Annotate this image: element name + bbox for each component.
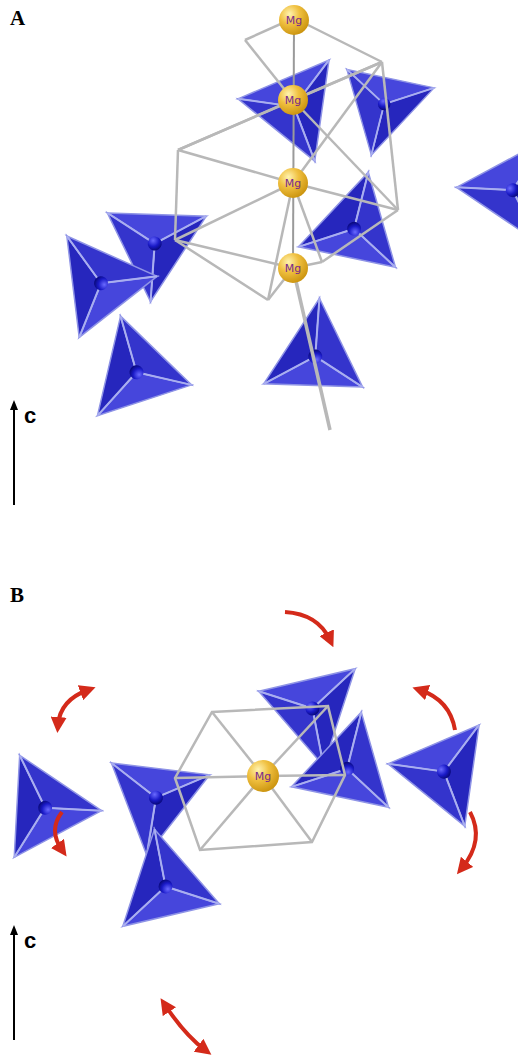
axis-label: c xyxy=(24,930,36,952)
si-tetrahedron xyxy=(384,725,503,841)
si-tetrahedron xyxy=(292,699,416,821)
axis-label: c xyxy=(24,405,36,427)
si-tetrahedron xyxy=(81,306,194,416)
tetrahedra-a xyxy=(32,58,518,416)
si-tetrahedron xyxy=(32,207,164,337)
panel-letter: A xyxy=(10,8,25,29)
si-tetrahedron xyxy=(322,58,434,168)
si-tetrahedron xyxy=(115,824,221,926)
atom-label: Mg xyxy=(285,263,301,274)
atom-label: Mg xyxy=(255,771,271,782)
axis-arrow xyxy=(13,930,15,1040)
mg-atom: Mg xyxy=(278,168,308,198)
mg-atom: Mg xyxy=(278,253,308,283)
panel-letter: B xyxy=(10,585,24,606)
atom-label: Mg xyxy=(286,15,302,26)
atom-label: Mg xyxy=(285,95,301,106)
mg-atom: Mg xyxy=(247,760,279,792)
mg-atom: Mg xyxy=(278,85,308,115)
atom-label: Mg xyxy=(285,178,301,189)
si-tetrahedron xyxy=(452,141,518,263)
tetrahedra-b xyxy=(0,669,503,927)
axis-arrow xyxy=(13,405,15,505)
si-tetrahedron xyxy=(0,735,106,857)
mg-o-bonds-a xyxy=(175,18,398,430)
mg-o-bonds-b xyxy=(175,706,345,850)
mg-atom: Mg xyxy=(279,5,309,35)
rotation-arrows xyxy=(55,612,476,1050)
